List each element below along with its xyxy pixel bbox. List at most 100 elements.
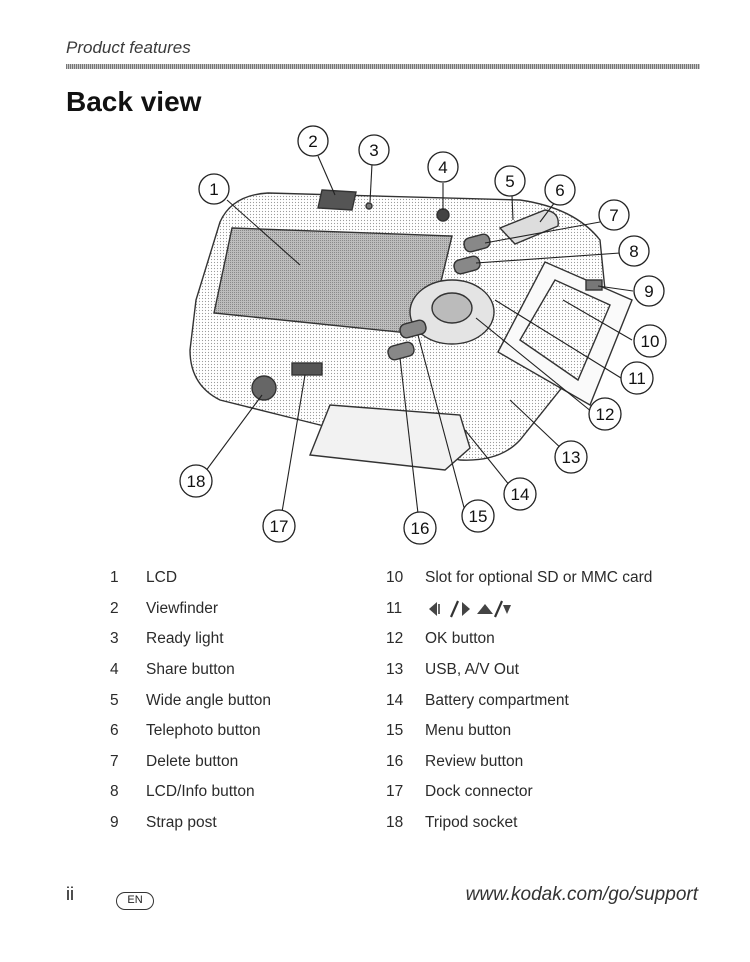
- legend-item: 16 Review button: [386, 747, 652, 778]
- camera-back-illustration: 1 2 3 4 5 6 7 8 9 10 11 12 13 14 15 16 1…: [179, 125, 667, 545]
- legend-label: LCD: [146, 569, 178, 587]
- legend-number: 8: [110, 783, 119, 801]
- callout-1: 1: [198, 173, 230, 205]
- legend-number: 3: [110, 630, 119, 648]
- callout-15-text: 15: [469, 507, 488, 526]
- legend-item: 4 Share button: [110, 655, 271, 686]
- legend-item: 18 Tripod socket: [386, 808, 652, 839]
- callout-1-text: 1: [209, 180, 218, 199]
- callout-15: 15: [461, 499, 495, 533]
- callout-16: 16: [403, 511, 437, 545]
- legend-label: LCD/Info button: [146, 783, 255, 801]
- legend-item: 1 LCD: [110, 563, 271, 594]
- legend-left-column: 1 LCD 2 Viewfinder 3 Ready light 4 Share but…: [110, 563, 271, 838]
- legend-label: Menu button: [425, 722, 512, 740]
- legend-label: Share button: [146, 661, 235, 679]
- legend-number: 5: [110, 691, 119, 709]
- legend-number: 13: [386, 661, 404, 679]
- callout-3-text: 3: [369, 141, 378, 160]
- callout-10-text: 10: [641, 332, 660, 351]
- camera-drawing: [189, 189, 633, 471]
- callout-8-text: 8: [629, 242, 638, 261]
- legend-number: 4: [110, 661, 119, 679]
- legend-item: 11: [386, 594, 652, 625]
- legend-number: 1: [110, 569, 119, 587]
- callout-17-text: 17: [270, 517, 289, 536]
- callout-14-text: 14: [511, 485, 530, 504]
- legend-item: 3 Ready light: [110, 624, 271, 655]
- callout-12: 12: [588, 397, 622, 431]
- callout-2-text: 2: [308, 132, 317, 151]
- callout-5: 5: [494, 165, 526, 197]
- callout-numbers: 1 2 3 4 5 6 7 8 9 10 11 12 13 14 15 16 1…: [179, 125, 667, 545]
- callout-6-text: 6: [555, 181, 564, 200]
- legend-item: 7 Delete button: [110, 747, 271, 778]
- callout-9-text: 9: [644, 282, 653, 301]
- callout-9: 9: [633, 275, 665, 307]
- legend-item: 10 Slot for optional SD or MMC card: [386, 563, 652, 594]
- legend-item: 8 LCD/Info button: [110, 777, 271, 808]
- legend-number: 2: [110, 599, 119, 617]
- legend-number: 18: [386, 814, 404, 832]
- legend-label: Battery compartment: [425, 691, 569, 709]
- legend-item: 6 Telephoto button: [110, 716, 271, 747]
- legend-right-column: 10 Slot for optional SD or MMC card 11 12…: [386, 563, 652, 838]
- callout-3: 3: [358, 134, 390, 166]
- legend-number: 15: [386, 722, 404, 740]
- legend-item: 2 Viewfinder: [110, 594, 271, 625]
- callout-10: 10: [633, 324, 667, 358]
- callout-12-text: 12: [596, 405, 615, 424]
- legend-item: 9 Strap post: [110, 808, 271, 839]
- callout-13-text: 13: [562, 448, 581, 467]
- callout-leader-lines: [204, 155, 634, 523]
- legend-number: 17: [386, 783, 404, 801]
- callout-14: 14: [503, 477, 537, 511]
- callout-18: 18: [179, 464, 213, 498]
- callout-13: 13: [554, 440, 588, 474]
- legend-number: 9: [110, 814, 119, 832]
- legend-item: 15 Menu button: [386, 716, 652, 747]
- legend-label: Strap post: [146, 814, 217, 832]
- legend-label: Slot for optional SD or MMC card: [425, 569, 653, 587]
- legend-label: USB, A/V Out: [425, 661, 519, 679]
- legend-label: Tripod socket: [425, 814, 518, 832]
- legend-label: Ready light: [146, 630, 224, 648]
- legend-label: Telephoto button: [146, 722, 261, 740]
- legend-number: 16: [386, 752, 404, 770]
- callout-2: 2: [297, 125, 329, 157]
- callout-6: 6: [544, 174, 576, 206]
- legend-label: OK button: [425, 630, 495, 648]
- callout-18-text: 18: [187, 472, 206, 491]
- callout-4: 4: [427, 151, 459, 183]
- legend-item: 12 OK button: [386, 624, 652, 655]
- legend-item: 13 USB, A/V Out: [386, 655, 652, 686]
- callout-7-text: 7: [609, 206, 618, 225]
- legend-number: 6: [110, 722, 119, 740]
- legend-number: 14: [386, 691, 404, 709]
- legend-item: 14 Battery compartment: [386, 685, 652, 716]
- arrow-buttons-icon: [429, 600, 511, 618]
- legend-number: 12: [386, 630, 404, 648]
- legend-label: Review button: [425, 752, 524, 770]
- callout-4-text: 4: [438, 158, 447, 177]
- legend-number: 11: [386, 599, 403, 617]
- callout-17: 17: [262, 509, 296, 543]
- callout-16-text: 16: [411, 519, 430, 538]
- page-title: Back view: [66, 86, 202, 117]
- legend-label: Wide angle button: [146, 691, 271, 709]
- section-title: Product features: [66, 38, 191, 57]
- legend-label: Delete button: [146, 752, 239, 770]
- support-url: www.kodak.com/go/support: [465, 884, 698, 905]
- legend-label: Viewfinder: [146, 599, 219, 617]
- language-badge: EN: [116, 892, 154, 910]
- page-number: ii: [66, 884, 74, 904]
- legend-number: 7: [110, 752, 119, 770]
- legend-item: 5 Wide angle button: [110, 685, 271, 716]
- callout-11-text: 11: [628, 369, 646, 388]
- legend-number: 10: [386, 569, 404, 587]
- callout-8: 8: [618, 235, 650, 267]
- callout-7: 7: [598, 199, 630, 231]
- header-rule: [66, 64, 700, 69]
- callout-11: 11: [620, 361, 654, 395]
